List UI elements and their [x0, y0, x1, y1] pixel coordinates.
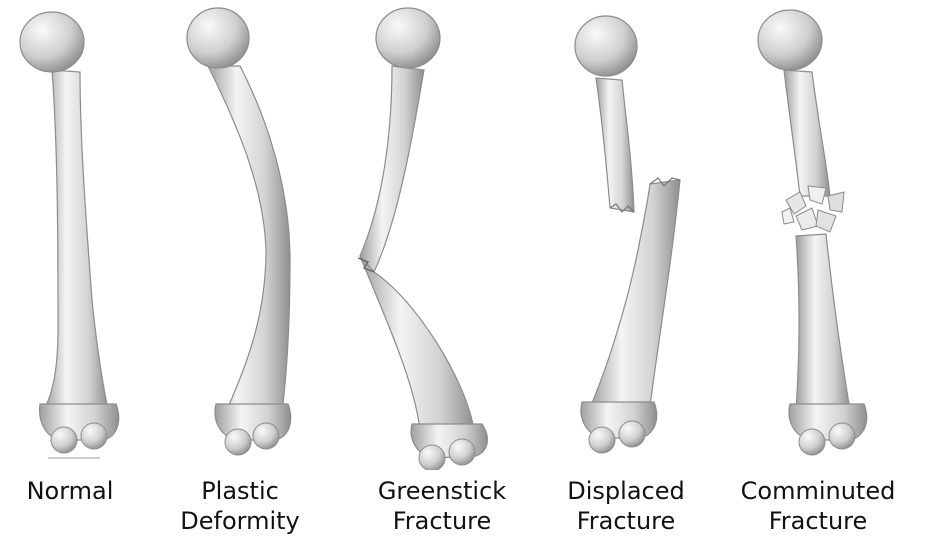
shaft-upper: [596, 78, 634, 212]
shaft: [44, 70, 108, 410]
humeral-head: [187, 8, 249, 68]
humeral-head: [376, 8, 440, 68]
shaft: [208, 66, 290, 412]
shaft-upper: [784, 70, 830, 196]
caption-line: Comminuted: [718, 476, 918, 506]
caption-line: Displaced: [526, 476, 726, 506]
shaft-lower: [590, 180, 680, 408]
bone-normal: [20, 12, 119, 458]
caption-greenstick-fracture: Greenstick Fracture: [342, 476, 542, 536]
caption-plastic-deformity: Plastic Deformity: [140, 476, 340, 536]
caption-displaced-fracture: Displaced Fracture: [526, 476, 726, 536]
humeral-head: [575, 16, 637, 76]
humeral-head: [20, 12, 84, 72]
humeral-head: [758, 10, 822, 70]
bone-plastic-deformity: [187, 8, 291, 455]
caption-line: Deformity: [140, 506, 340, 536]
bone-comminuted-fracture: [758, 10, 867, 455]
shaft-lower: [796, 234, 850, 410]
caption-line: Fracture: [526, 506, 726, 536]
bone-displaced-fracture: [575, 16, 680, 453]
bone-fragments: [782, 186, 844, 232]
shaft-lower: [360, 256, 474, 430]
caption-line: Plastic: [140, 476, 340, 506]
bones-illustration: [0, 0, 929, 470]
caption-comminuted-fracture: Comminuted Fracture: [718, 476, 918, 536]
shaft-upper: [360, 66, 424, 272]
caption-line: Fracture: [718, 506, 918, 536]
caption-line: Greenstick: [342, 476, 542, 506]
bone-greenstick-fracture: [358, 8, 487, 470]
caption-line: Fracture: [342, 506, 542, 536]
